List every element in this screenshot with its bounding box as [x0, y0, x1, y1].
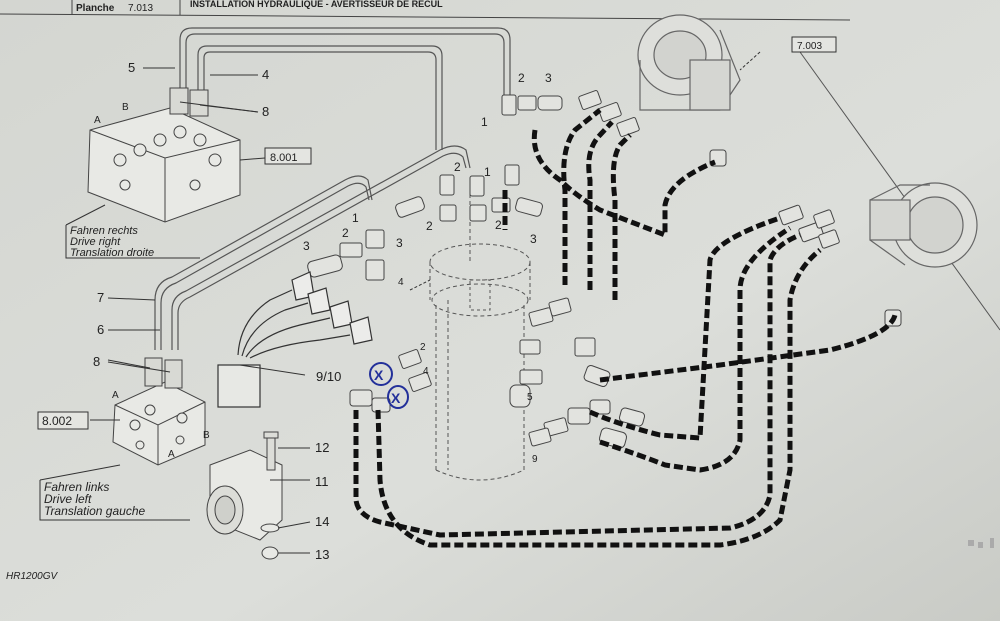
warning-buzzer-harness [237, 271, 373, 359]
faded-edge-marks [968, 538, 994, 548]
bracket-assembly [206, 431, 283, 560]
lower-port-a: A [112, 390, 119, 401]
callout-3-d: 3 [530, 232, 537, 246]
flexible-hoses [353, 108, 898, 548]
callout-12: 12 [315, 440, 329, 455]
callout-9-10: 9/10 [316, 369, 341, 384]
fittings [307, 90, 902, 449]
upper-valve-block [87, 87, 241, 223]
ref-7-003-text: 7.003 [797, 41, 822, 52]
ref-8-002-text: 8.002 [42, 414, 72, 428]
caption-left-en: Drive left [44, 492, 92, 506]
callout-1-a: 1 [481, 115, 488, 129]
callout-1-b: 1 [484, 165, 491, 179]
callout-2-small: 2 [420, 342, 426, 353]
callout-2-a: 2 [518, 71, 525, 85]
pen-x-2: X [391, 390, 401, 406]
callout-6: 6 [97, 322, 104, 337]
callout-2-b: 2 [454, 160, 461, 174]
callout-4: 4 [262, 67, 269, 82]
callout-5: 5 [128, 60, 135, 75]
page-title: INSTALLATION HYDRAULIQUE - AVERTISSEUR D… [190, 0, 443, 9]
pen-circle-2 [387, 385, 409, 409]
buzzer-box [217, 364, 261, 408]
caption-right-de: Fahren rechts [70, 225, 138, 237]
pen-circle-1 [369, 362, 393, 386]
drive-motor-top [637, 14, 741, 111]
header-band: Planche 7.013 INSTALLATION HYDRAULIQUE -… [0, 0, 851, 21]
pen-marks [369, 362, 409, 409]
ref-box-7-003: 7.003 [791, 36, 837, 53]
frame-line [799, 51, 1000, 331]
ref-box-8-002: 8.002 [37, 411, 89, 430]
callout-4-small-b: 4 [423, 366, 429, 377]
ref-8-001-text: 8.001 [270, 152, 298, 164]
rigid-pipes [154, 27, 511, 350]
ref-box-8-001: 8.001 [264, 147, 312, 165]
drive-motor-right [869, 182, 978, 268]
callout-9: 9 [532, 454, 538, 465]
pen-x-1: X [374, 367, 384, 383]
callout-3-b: 3 [303, 239, 310, 253]
lower-valve-block [112, 357, 206, 466]
caption-right-fr: Translation droite [70, 247, 154, 259]
callout-7: 7 [97, 290, 104, 305]
callout-8-bottom: 8 [93, 354, 100, 369]
callout-8-top: 8 [262, 104, 269, 119]
caption-drive-right: Fahren rechts Drive right Translation dr… [65, 204, 200, 259]
callout-5-small: 5 [527, 392, 533, 403]
lower-port-a2: A [168, 449, 175, 460]
callout-3-c: 3 [396, 236, 403, 250]
upper-port-a: A [94, 115, 101, 126]
caption-right-en: Drive right [70, 236, 121, 248]
callout-4-small: 4 [398, 277, 404, 288]
caption-left-de: Fahren links [44, 480, 109, 494]
callout-14: 14 [315, 514, 329, 529]
callout-2-e: 2 [495, 218, 502, 232]
callout-13: 13 [315, 547, 329, 562]
leader-lines [90, 51, 761, 554]
callout-2-c: 2 [342, 226, 349, 240]
rotary-joint [429, 180, 531, 481]
planche-label: Planche [76, 3, 115, 14]
lower-port-b: B [203, 430, 210, 441]
caption-drive-left: Fahren links Drive left Translation gauc… [39, 464, 190, 521]
caption-left-fr: Translation gauche [44, 504, 146, 518]
planche-number: 7.013 [128, 3, 153, 14]
callout-11: 11 [315, 474, 329, 489]
callouts: 5 4 8 2 3 1 2 1 1 3 2 3 2 2 3 4 2 4 5 9 … [93, 60, 552, 562]
callout-1-c: 1 [352, 211, 359, 225]
callout-3-a: 3 [545, 71, 552, 85]
model-code: HR1200GV [6, 571, 58, 582]
upper-port-b: B [122, 102, 129, 113]
callout-2-d: 2 [426, 219, 433, 233]
